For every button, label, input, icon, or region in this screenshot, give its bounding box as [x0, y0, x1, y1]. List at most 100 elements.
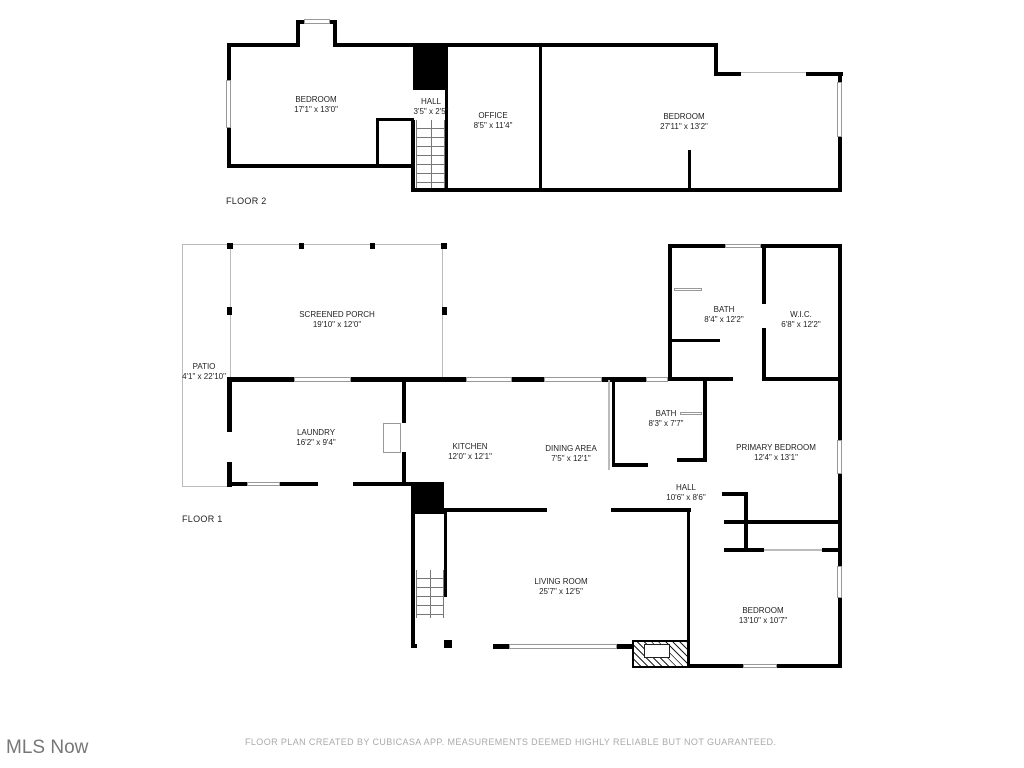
- window: [837, 440, 842, 474]
- wall: [612, 463, 648, 467]
- wall: [762, 244, 766, 304]
- wall: [227, 43, 299, 47]
- chimney-block: [411, 482, 444, 514]
- post: [227, 243, 233, 249]
- staircase: [416, 120, 445, 188]
- wall: [724, 520, 842, 524]
- wall: [227, 377, 294, 382]
- window: [466, 377, 512, 382]
- fireplace: [632, 640, 689, 668]
- wall: [762, 377, 842, 381]
- wall: [762, 328, 766, 380]
- floor-label: FLOOR 1: [182, 514, 223, 524]
- window: [509, 644, 617, 649]
- wall: [612, 380, 615, 467]
- wall: [724, 548, 764, 552]
- wall: [353, 482, 413, 486]
- wall: [333, 20, 337, 47]
- mls-now-logo: MLS Now: [6, 737, 89, 758]
- wall: [444, 508, 547, 512]
- wall: [376, 118, 414, 121]
- shelving: [383, 423, 401, 453]
- wall: [703, 380, 707, 462]
- wall: [227, 377, 232, 432]
- wall: [296, 20, 300, 47]
- window: [304, 19, 330, 24]
- wall: [444, 640, 452, 648]
- wall: [411, 120, 415, 192]
- wall: [668, 244, 725, 248]
- wall: [376, 118, 379, 166]
- post: [227, 307, 232, 315]
- wall: [402, 377, 406, 423]
- wall: [539, 45, 542, 190]
- wall: [677, 458, 707, 462]
- wall: [227, 462, 232, 487]
- patio-outline: [182, 244, 183, 487]
- wall: [672, 339, 720, 342]
- wall: [668, 377, 733, 381]
- wall: [280, 482, 318, 486]
- vanity: [674, 288, 702, 291]
- window: [226, 80, 231, 128]
- staircase: [416, 570, 444, 618]
- wall: [493, 644, 509, 649]
- disclaimer-text: FLOOR PLAN CREATED BY CUBICASA APP. MEAS…: [245, 737, 777, 747]
- floor-label: FLOOR 2: [226, 196, 267, 206]
- wall: [761, 244, 842, 248]
- wall: [351, 377, 466, 382]
- window: [294, 377, 351, 382]
- wall: [687, 508, 690, 665]
- wall: [806, 72, 843, 76]
- window: [743, 664, 777, 668]
- wall: [617, 644, 633, 649]
- wall: [411, 188, 842, 192]
- wall: [227, 482, 247, 486]
- window: [247, 482, 280, 486]
- wall: [714, 72, 741, 76]
- wall: [714, 43, 718, 75]
- opening: [608, 380, 610, 470]
- wall: [688, 150, 691, 190]
- wall: [687, 664, 743, 668]
- wall: [402, 452, 406, 484]
- wall: [411, 512, 415, 648]
- opening: [741, 72, 806, 73]
- vanity: [680, 412, 702, 415]
- opening: [764, 549, 822, 551]
- wall: [722, 492, 747, 496]
- window: [725, 244, 761, 248]
- window: [837, 82, 842, 137]
- wall: [512, 377, 544, 382]
- patio-outline: [182, 244, 444, 245]
- patio-outline: [182, 486, 228, 487]
- window: [544, 377, 602, 382]
- post: [441, 243, 447, 249]
- wall: [822, 548, 842, 552]
- wall: [611, 508, 691, 512]
- wall: [668, 244, 672, 381]
- window: [646, 377, 668, 382]
- wall: [777, 664, 842, 668]
- post: [442, 307, 447, 315]
- room-label: W.I.C.6'8" x 12'2": [781, 310, 821, 329]
- wall: [411, 644, 417, 648]
- chimney-block: [413, 45, 445, 90]
- post: [299, 243, 304, 249]
- wall: [227, 164, 415, 168]
- wall: [444, 512, 447, 597]
- wall: [602, 377, 646, 382]
